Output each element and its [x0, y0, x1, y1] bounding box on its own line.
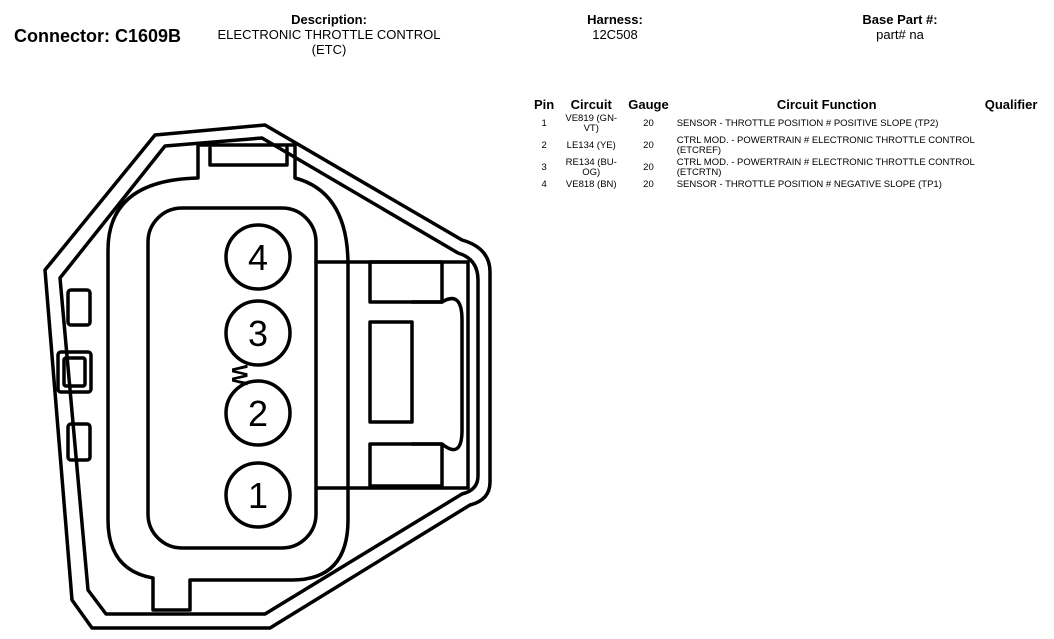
gauge-cell: 20 [643, 162, 654, 173]
key-mark: W [227, 365, 252, 386]
pin-label-2: 2 [248, 393, 268, 434]
function-cell: SENSOR - THROTTLE POSITION # POSITIVE SL… [676, 118, 939, 129]
left-slot-upper [66, 288, 92, 327]
circuit-cell: RE134 (BU-OG) [565, 157, 617, 178]
column-header-circuit: Circuit [570, 97, 612, 112]
qualifier-cell [981, 135, 1042, 157]
cavity-outer [106, 143, 350, 612]
top-latch-notch [208, 146, 289, 167]
column-header-function: Circuit Function [776, 97, 877, 112]
lock-tab-frame [314, 260, 470, 490]
lock-tab-bracket [410, 296, 464, 452]
pin-1-circle [224, 461, 292, 529]
cavity-inner [146, 206, 318, 550]
base-part-block: Base Part #: part# na [820, 12, 980, 42]
gauge-cell: 20 [643, 140, 654, 151]
qualifier-cell [981, 113, 1042, 135]
column-header-pin: Pin [534, 97, 555, 112]
pin-4-circle [224, 223, 292, 291]
circuit-cell: VE819 (GN-VT) [565, 113, 618, 134]
description-label: Description: [291, 12, 367, 27]
function-cell: CTRL MOD. - POWERTRAIN # ELECTRONIC THRO… [676, 135, 975, 156]
column-header-gauge: Gauge [628, 97, 669, 112]
connector-face-diagram: 4 3 2 1 W [43, 123, 492, 630]
column-header-qualifier: Qualifier [984, 97, 1038, 112]
pin-cell: 3 [541, 162, 547, 173]
table-row: 4 VE818 (BN) 20 SENSOR - THROTTLE POSITI… [530, 179, 1041, 191]
gauge-cell: 20 [643, 118, 654, 129]
lock-tab-upper [368, 260, 444, 304]
pin-label-3: 3 [248, 313, 268, 354]
description-block: Description: ELECTRONIC THROTTLE CONTROL… [205, 12, 453, 57]
pinout-header-row: Pin Circuit Gauge Circuit Function Quali… [530, 96, 1041, 113]
qualifier-cell [981, 179, 1042, 191]
left-slot-middle [56, 350, 93, 394]
base-part-label: Base Part #: [862, 12, 938, 27]
pinout-table: Pin Circuit Gauge Circuit Function Quali… [530, 96, 1041, 191]
base-part-value: part# na [876, 27, 924, 42]
pin-cell: 1 [541, 118, 547, 129]
gauge-cell: 20 [643, 179, 654, 190]
harness-label: Harness: [587, 12, 643, 27]
pin-cell: 4 [541, 179, 547, 190]
housing-outer-outline [43, 123, 492, 630]
qualifier-cell [981, 157, 1042, 179]
housing-inner-outline [58, 136, 480, 616]
description-value: ELECTRONIC THROTTLE CONTROL (ETC) [217, 27, 441, 57]
lock-tab-lower [368, 442, 444, 488]
function-cell: SENSOR - THROTTLE POSITION # NEGATIVE SL… [676, 179, 942, 190]
harness-block: Harness: 12C508 [560, 12, 670, 42]
circuit-cell: VE818 (BN) [565, 179, 617, 190]
pin-cell: 2 [541, 140, 547, 151]
connector-title: Connector: C1609B [14, 26, 182, 46]
pin-3-circle [224, 299, 292, 367]
table-row: 1 VE819 (GN-VT) 20 SENSOR - THROTTLE POS… [530, 113, 1041, 135]
harness-value: 12C508 [592, 27, 638, 42]
pin-2-circle [224, 379, 292, 447]
function-cell: CTRL MOD. - POWERTRAIN # ELECTRONIC THRO… [676, 157, 975, 178]
table-row: 3 RE134 (BU-OG) 20 CTRL MOD. - POWERTRAI… [530, 157, 1041, 179]
left-slot-lower [66, 422, 92, 462]
pin-label-4: 4 [248, 237, 268, 278]
lock-tab-middle [368, 320, 414, 424]
pin-label-1: 1 [248, 475, 268, 516]
table-row: 2 LE134 (YE) 20 CTRL MOD. - POWERTRAIN #… [530, 135, 1041, 157]
left-slot-middle-inner [62, 356, 87, 388]
circuit-cell: LE134 (YE) [566, 140, 616, 151]
